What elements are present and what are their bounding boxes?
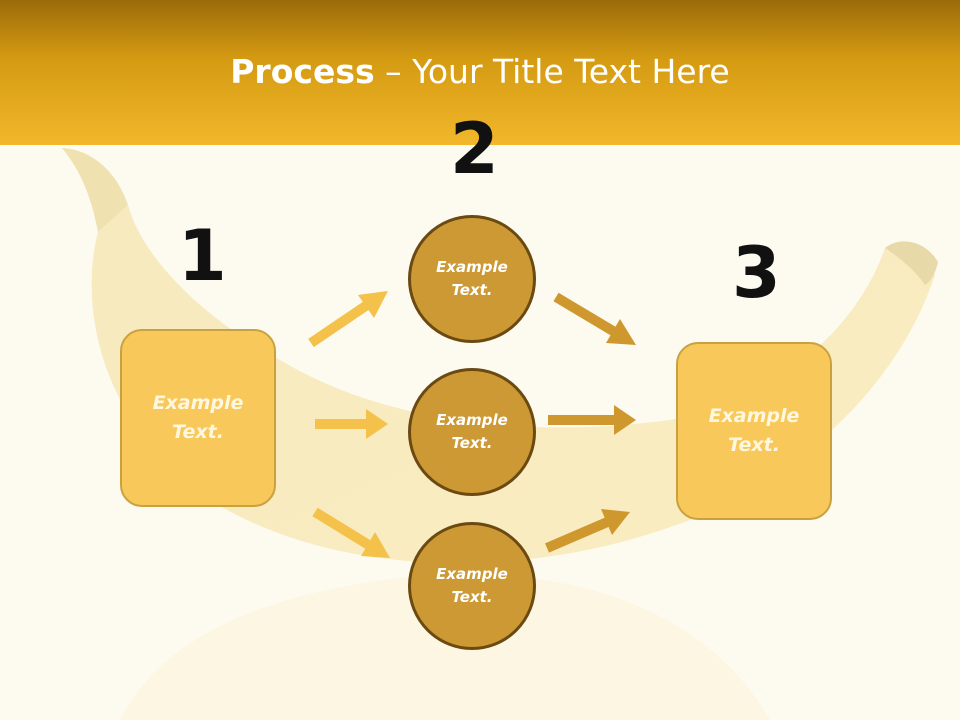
bottom-circle-line-2: Text. [451, 588, 493, 606]
arrow-top-to-right [553, 292, 636, 345]
right-box-line-2: Text. [728, 434, 780, 456]
middle-circle: Example Text. [408, 368, 536, 496]
right-text-box: Example Text. [676, 342, 832, 520]
left-box-line-2: Text. [172, 421, 224, 443]
top-circle-line-2: Text. [451, 281, 493, 299]
slide-title: Process – Your Title Text Here [0, 52, 960, 91]
bottom-circle-text: Example Text. [427, 563, 517, 609]
step-number-2: 2 [450, 108, 499, 190]
arrow-left-to-middle [315, 409, 388, 439]
right-box-line-1: Example [708, 405, 800, 427]
step-number-3: 3 [732, 232, 781, 314]
step-number-1: 1 [178, 215, 227, 297]
title-rest-part: – Your Title Text Here [374, 52, 730, 91]
bottom-circle: Example Text. [408, 522, 536, 650]
bottom-circle-line-1: Example [436, 565, 508, 583]
middle-circle-line-1: Example [436, 411, 508, 429]
middle-circle-line-2: Text. [451, 434, 493, 452]
middle-circle-text: Example Text. [427, 409, 517, 455]
arrow-left-to-bottom [312, 507, 390, 558]
left-box-line-1: Example [152, 392, 244, 414]
title-banner [0, 0, 960, 145]
arrow-bottom-to-right [545, 509, 630, 553]
left-text-box: Example Text. [120, 329, 276, 507]
arrow-middle-to-right [548, 405, 636, 435]
top-circle-line-1: Example [436, 258, 508, 276]
left-box-text: Example Text. [138, 389, 258, 447]
title-bold-part: Process [230, 52, 375, 91]
right-box-text: Example Text. [694, 402, 814, 460]
top-circle: Example Text. [408, 215, 536, 343]
arrow-left-to-top [308, 291, 388, 348]
top-circle-text: Example Text. [427, 256, 517, 302]
